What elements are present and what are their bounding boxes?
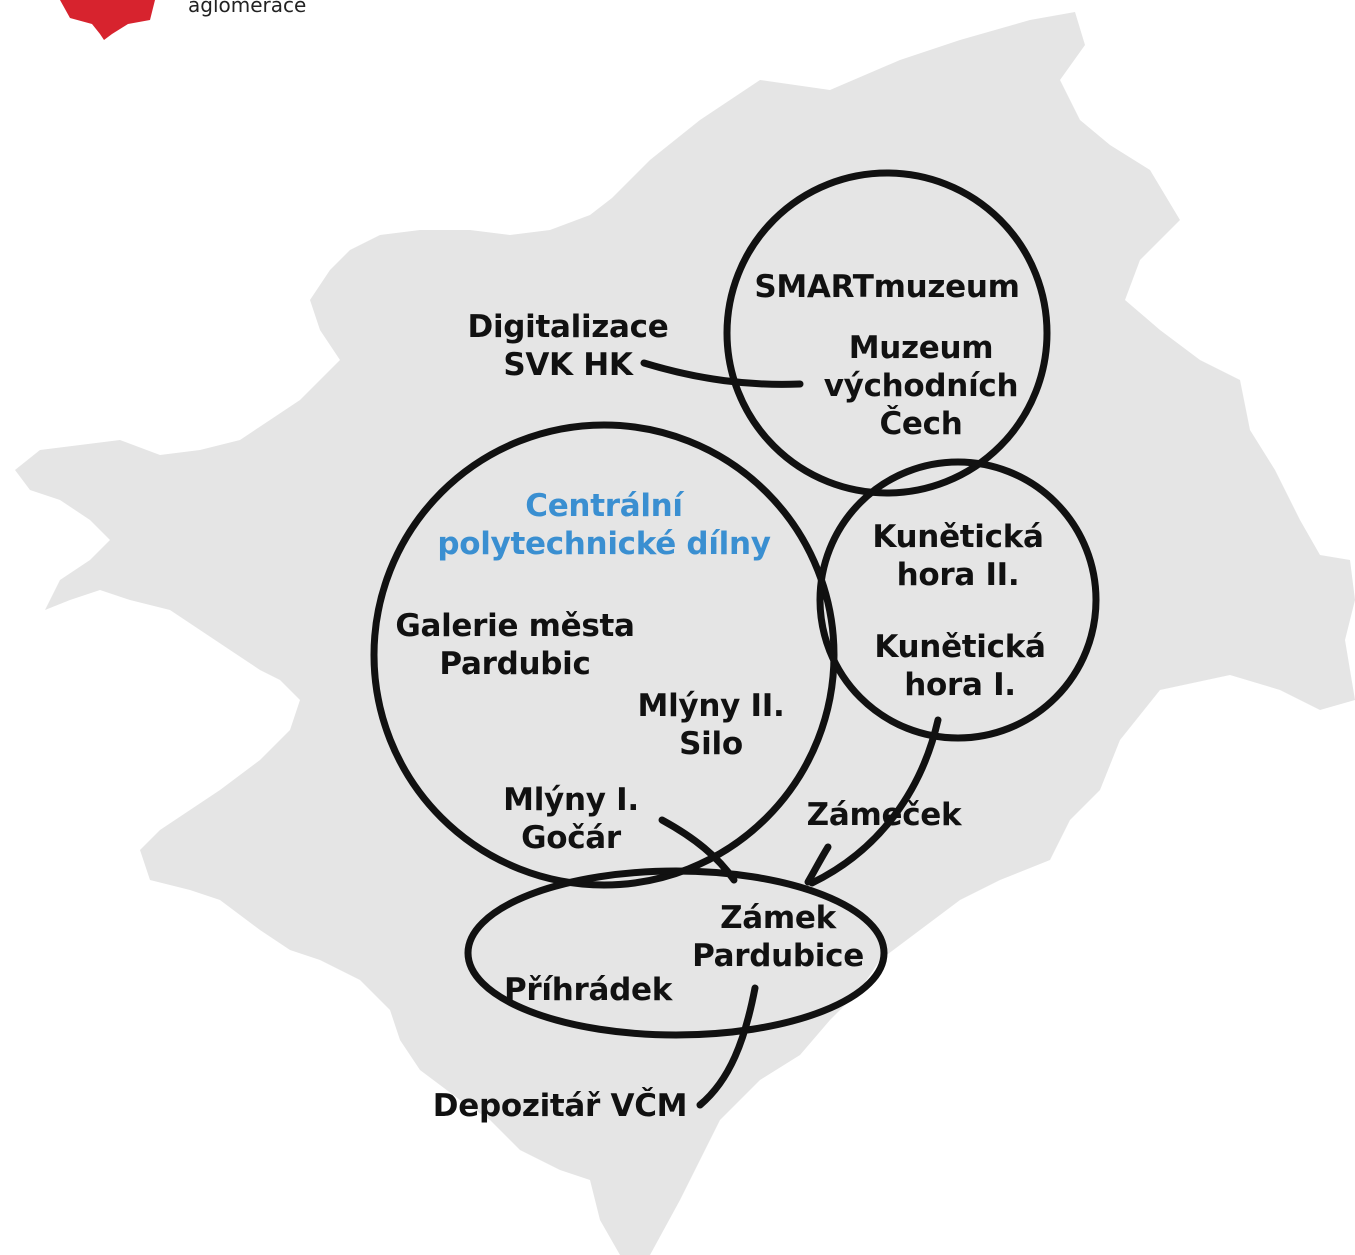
- kuneticka-hora-cluster-circle: [816, 458, 1100, 742]
- label-prihradek: Příhrádek: [503, 972, 673, 1008]
- connection-lines: [640, 359, 942, 1109]
- label-kuneticka-hora-ii: Kunětická hora II.: [872, 519, 1044, 593]
- label-smartmuzeum: SMARTmuzeum: [754, 269, 1020, 305]
- label-depozitar-vcm: Depozitář VČM: [432, 1088, 688, 1124]
- label-mlyny-ii-silo: Mlýny II. Silo: [637, 688, 785, 762]
- connection-zamek-depozitar: [696, 984, 759, 1109]
- label-centralni-polytechnicke-dilny: Centrální polytechnické dílny: [437, 488, 771, 562]
- region-map-shape: [15, 12, 1355, 1255]
- label-mlyny-i-gocar: Mlýny I. Gočár: [503, 782, 639, 856]
- connection-kuneticka-zamek: [808, 716, 942, 887]
- connection-mlyny-zamek: [658, 816, 738, 884]
- zamek-pardubice-cluster-ellipse: [464, 867, 888, 1039]
- label-kuneticka-hora-i: Kunětická hora I.: [874, 629, 1046, 703]
- smartmuzeum-cluster-circle: [723, 169, 1051, 497]
- legend-label: aglomerace: [188, 0, 307, 17]
- connection-digitalizace-muzeum: [640, 359, 804, 388]
- label-galerie-mesta-pardubic: Galerie města Pardubic: [395, 608, 635, 682]
- label-zamek-pardubice: Zámek Pardubice: [692, 900, 864, 974]
- label-muzeum-vychodnich-cech: Muzeum východních Čech: [823, 330, 1019, 442]
- legend-marker: [60, 0, 155, 40]
- label-zamecek: Zámeček: [806, 797, 962, 833]
- label-digitalizace-svk-hk: Digitalizace SVK HK: [467, 309, 669, 383]
- connection-zamecek-zamek: [804, 843, 832, 886]
